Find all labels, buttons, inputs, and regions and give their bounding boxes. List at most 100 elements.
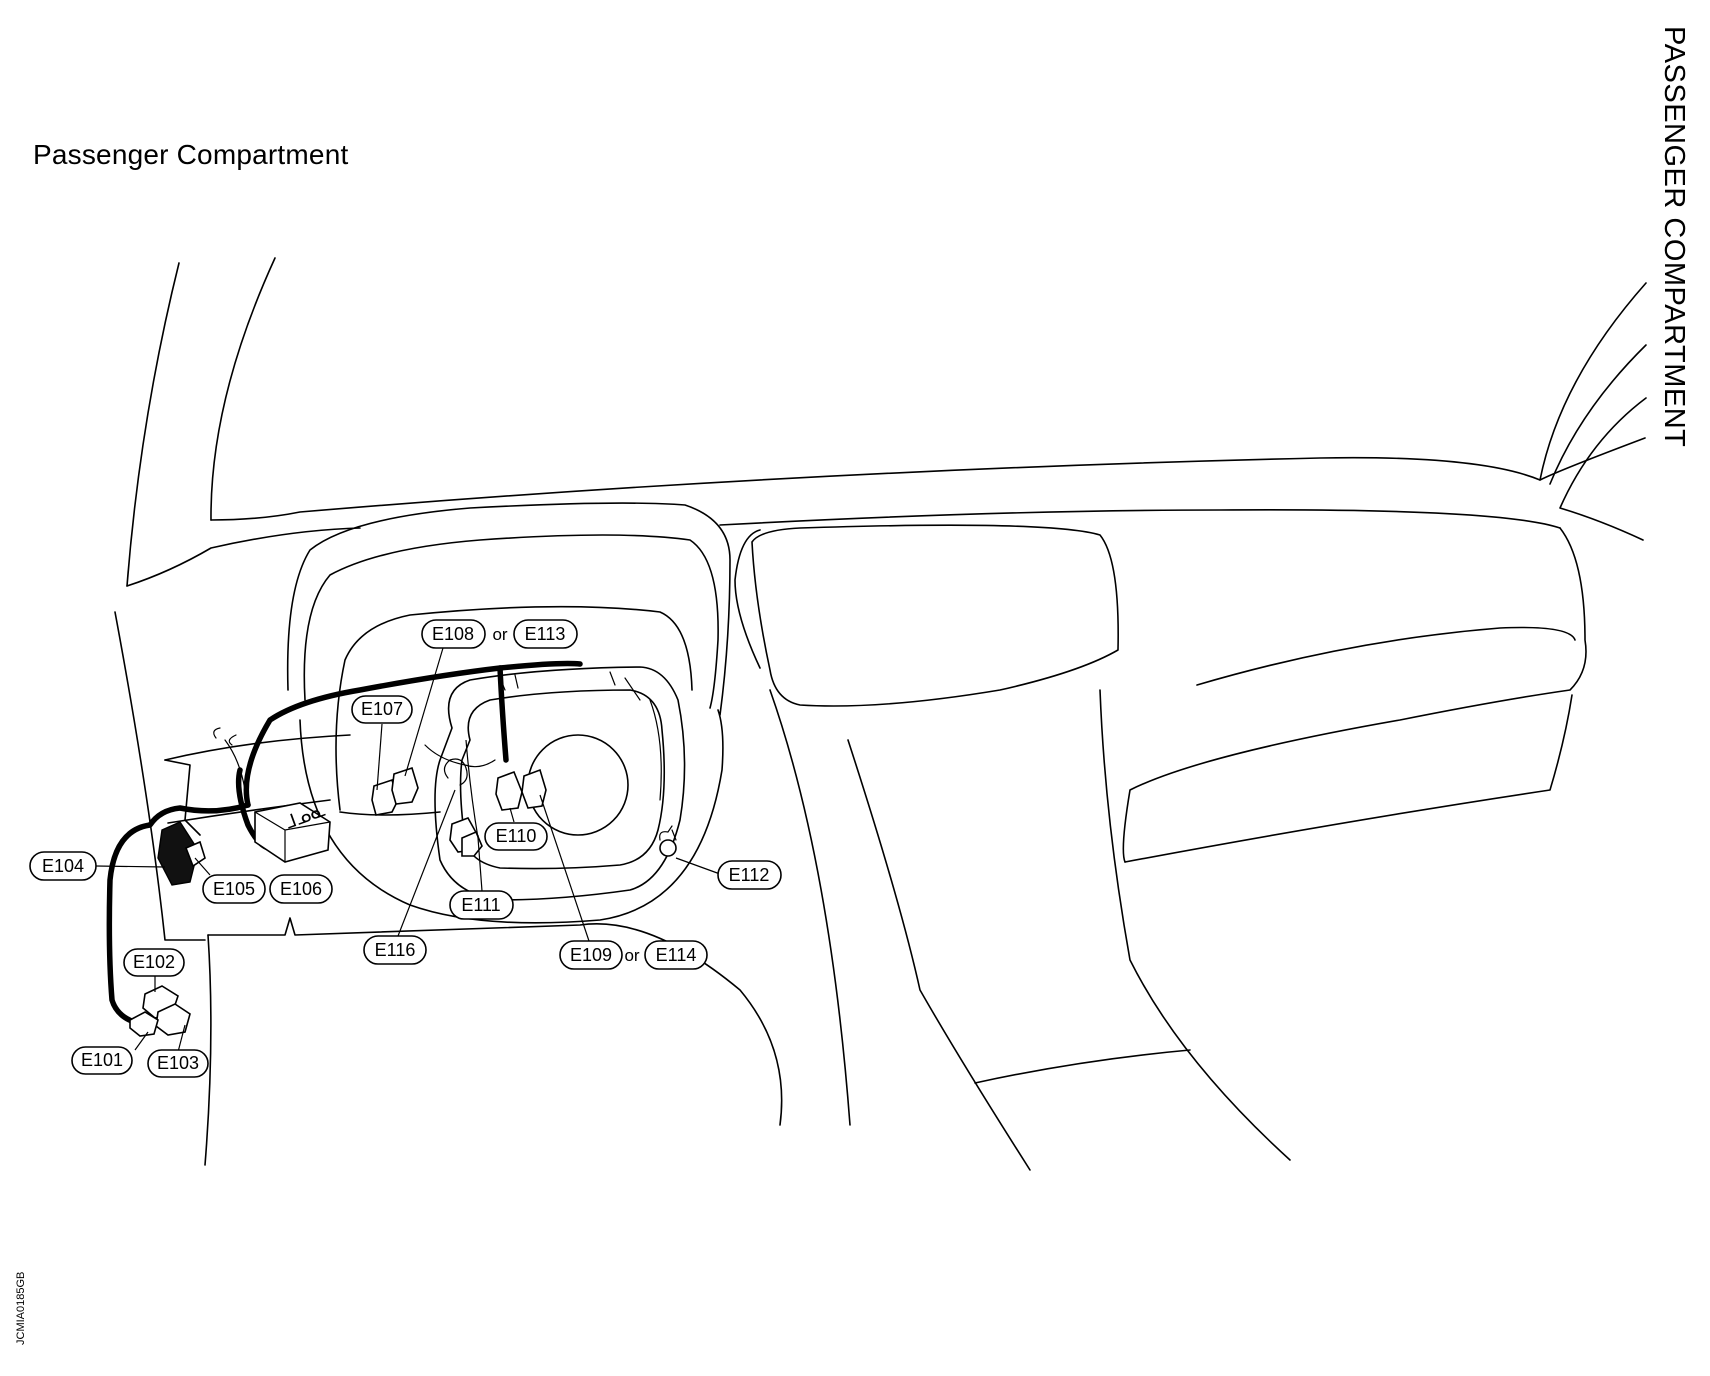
dash-shelf-line-2 — [167, 799, 331, 824]
cluster-hood-outer — [286, 502, 731, 716]
center-console-right — [1099, 689, 1291, 1161]
leader-e101 — [134, 1031, 149, 1051]
e109-connector-body — [521, 768, 547, 809]
harness-hook — [213, 727, 237, 746]
tag-e109-label: E109 — [570, 945, 612, 965]
tag-e107: E107 — [351, 695, 413, 724]
cluster-hood-inner — [303, 534, 719, 709]
dash-upper-surface — [719, 509, 1561, 529]
tag-e114-box — [644, 940, 708, 970]
dash-shelf-line-1 — [164, 734, 351, 761]
harness-thin-1 — [424, 744, 496, 768]
tag-e105-label: E105 — [213, 879, 255, 899]
tag-e102-label: E102 — [133, 952, 175, 972]
instrument-cluster — [286, 502, 731, 924]
knee-panel-left — [114, 611, 206, 941]
tag-e114-label: E114 — [656, 945, 697, 965]
tag-e103-box — [147, 1049, 209, 1078]
harness-to-e104 — [106, 802, 251, 1028]
tag-e101-label: E101 — [81, 1050, 123, 1070]
leader-e108 — [404, 647, 444, 777]
e104-connector-body — [157, 821, 199, 886]
tag-e105-box — [202, 874, 266, 904]
tag-e102: E102 — [123, 948, 185, 977]
leader-e110 — [509, 807, 515, 823]
door-seam — [1559, 397, 1647, 541]
a-pillar-inner — [210, 257, 276, 521]
connector-shapes: ᒧᓄᓇ — [129, 758, 677, 1037]
knee-panel-curve — [204, 934, 212, 1166]
tag-e106-box — [269, 874, 333, 904]
e106-connector-body — [254, 802, 331, 863]
tag-e109: E109 — [559, 940, 623, 970]
dash-top-left — [126, 527, 361, 587]
tag-e104-box — [29, 851, 97, 881]
tag-e111-label: E111 — [461, 895, 500, 915]
cluster-face-bottom — [339, 811, 441, 816]
page-title: Passenger Compartment — [33, 139, 349, 170]
harness-main-run — [243, 660, 583, 808]
tag-e110-label: E110 — [496, 826, 537, 846]
steering-wheel — [434, 666, 686, 901]
tag-e114: E114 — [644, 940, 708, 970]
e101-connector-body — [129, 1011, 159, 1037]
lower-dash-panel — [734, 529, 761, 669]
dash-right-inner — [1196, 626, 1576, 686]
tag-e110-box — [484, 822, 548, 851]
leader-e107 — [376, 723, 383, 791]
tag-e108-box — [421, 619, 486, 649]
tag-e113-label: E113 — [525, 624, 566, 644]
tag-e109-box — [559, 940, 623, 970]
leader-e104 — [95, 865, 166, 868]
leader-e109 — [539, 794, 591, 945]
e112-mount — [659, 825, 677, 841]
floor-tunnel-curve — [974, 1049, 1191, 1084]
leader-e103 — [177, 1024, 186, 1053]
tag-e107-label: E107 — [361, 699, 403, 719]
tag-e101: E101 — [71, 1046, 133, 1075]
leader-e112 — [675, 857, 721, 875]
tag-e113-box — [513, 619, 578, 649]
tag-e105: E105 — [202, 874, 266, 904]
tag-e112-box — [717, 860, 782, 890]
tag-e108-label: E108 — [432, 624, 474, 644]
tag-e103: E103 — [147, 1049, 209, 1078]
windshield-right-line — [1539, 282, 1647, 481]
tag-e116-box — [363, 935, 427, 965]
wheel-outer-rim — [434, 666, 686, 901]
right-pillar-line — [1549, 344, 1647, 485]
tag-e116-label: E116 — [375, 940, 416, 960]
e110-connector-body — [495, 770, 523, 811]
cluster-face — [335, 605, 693, 811]
e112-connector-body — [659, 839, 677, 857]
e108-connector-body — [391, 766, 419, 805]
dash-top-edge — [210, 456, 1541, 521]
or-e109-e114: or — [624, 946, 639, 965]
tag-e113: E113 — [513, 619, 578, 649]
tag-e104-label: E104 — [42, 856, 84, 876]
center-console-mid — [847, 739, 1031, 1171]
e106-face-line — [254, 811, 331, 863]
tag-e112: E112 — [717, 860, 782, 890]
tag-e106-label: E106 — [280, 879, 322, 899]
connector-tags: E104 E105 E106 E102 E101 E103 E107 E108 — [29, 619, 782, 1078]
leader-e105 — [194, 857, 211, 876]
e116-connector-body — [461, 830, 483, 857]
tag-e108: E108 — [421, 619, 486, 649]
leader-lines — [95, 647, 721, 1053]
lower-trim — [164, 759, 201, 836]
tag-e103-label: E103 — [157, 1053, 199, 1073]
leader-e111 — [465, 739, 483, 892]
wheel-trim-right — [649, 699, 662, 801]
e116-loop — [443, 758, 468, 786]
tag-e101-box — [71, 1046, 133, 1075]
dashboard-outline — [114, 257, 1647, 1171]
or-e108-e113: or — [492, 625, 507, 644]
tag-e102-box — [123, 948, 185, 977]
column-shroud — [299, 709, 724, 924]
tag-e111: E111 — [449, 890, 514, 920]
glovebox-outline — [751, 524, 1119, 707]
leader-e116 — [397, 789, 456, 937]
center-console-left — [769, 689, 851, 1126]
